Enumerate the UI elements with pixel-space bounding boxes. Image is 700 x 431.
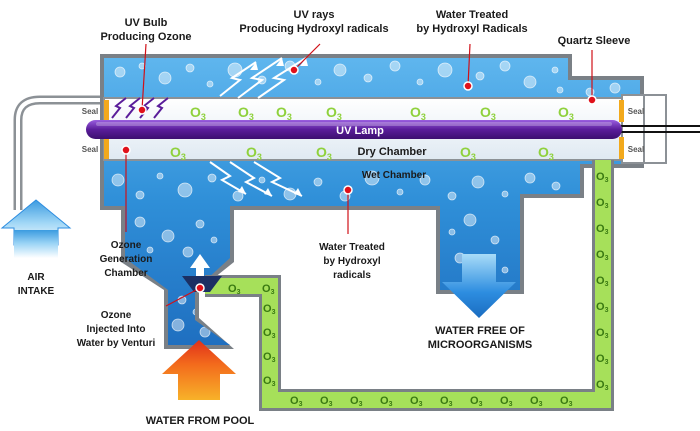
labels: UV Bulb Producing Ozone UV rays Producin…	[18, 9, 644, 427]
ozone-injected-line2: Injected Into	[87, 324, 146, 335]
uv-bulb-label-line1: UV Bulb	[125, 17, 168, 29]
wet-chamber-label: Wet Chamber	[362, 170, 426, 181]
water-treated-top-line1: Water Treated	[436, 9, 508, 21]
water-treated-mid-line2: by Hydroxyl	[323, 256, 380, 267]
ozone-injected-line1: Ozone	[101, 310, 132, 321]
callout-markers	[121, 65, 597, 293]
uv-ray-arrowheads	[238, 58, 308, 196]
water-from-pool-label: WATER FROM POOL	[146, 415, 255, 427]
water-bubbles	[111, 60, 621, 338]
venturi-up-arrow	[190, 254, 210, 276]
air-intake-arrow	[0, 199, 72, 258]
ozone-generation-line1: Ozone	[111, 240, 142, 251]
uv-lamp	[86, 120, 622, 139]
uv-lamp-label: UV Lamp	[336, 125, 384, 137]
water-treated-top-line2: by Hydroxyl Radicals	[416, 23, 527, 35]
water-treated-mid-line3: radicals	[333, 270, 371, 281]
ozone-injected-line3: Water by Venturi	[77, 338, 156, 349]
quartz-sleeve-label: Quartz Sleeve	[558, 35, 631, 47]
water-free-line1: WATER FREE OF	[435, 325, 525, 337]
water-treated-mid-line1: Water Treated	[319, 242, 385, 253]
ozone-return-tube	[205, 160, 614, 411]
lamp-leads	[620, 125, 700, 133]
seal-label-left-top: Seal	[82, 107, 98, 116]
uv-bulb-label-line2: Producing Ozone	[100, 31, 191, 43]
water-free-line2: MICROORGANISMS	[428, 339, 533, 351]
leader-lines	[125, 43, 593, 307]
seal-label-right-bottom: Seal	[628, 145, 644, 154]
water-free-arrow	[442, 254, 516, 318]
uv-rays-label-line1: UV rays	[294, 9, 335, 21]
dry-chamber-label: Dry Chamber	[357, 146, 427, 158]
seal-label-right-top: Seal	[628, 107, 644, 116]
seal-label-left-bottom: Seal	[82, 145, 98, 154]
air-intake-line2: INTAKE	[18, 286, 55, 297]
uv-rays-label-line2: Producing Hydroxyl radicals	[239, 23, 388, 35]
air-intake-tube	[13, 95, 104, 210]
air-intake-line1: AIR	[27, 272, 45, 283]
ozone-generation-line3: Chamber	[104, 268, 147, 279]
ozone-generation-line2: Generation	[100, 254, 153, 265]
seals	[104, 100, 624, 159]
water-from-pool-arrow	[162, 340, 236, 400]
